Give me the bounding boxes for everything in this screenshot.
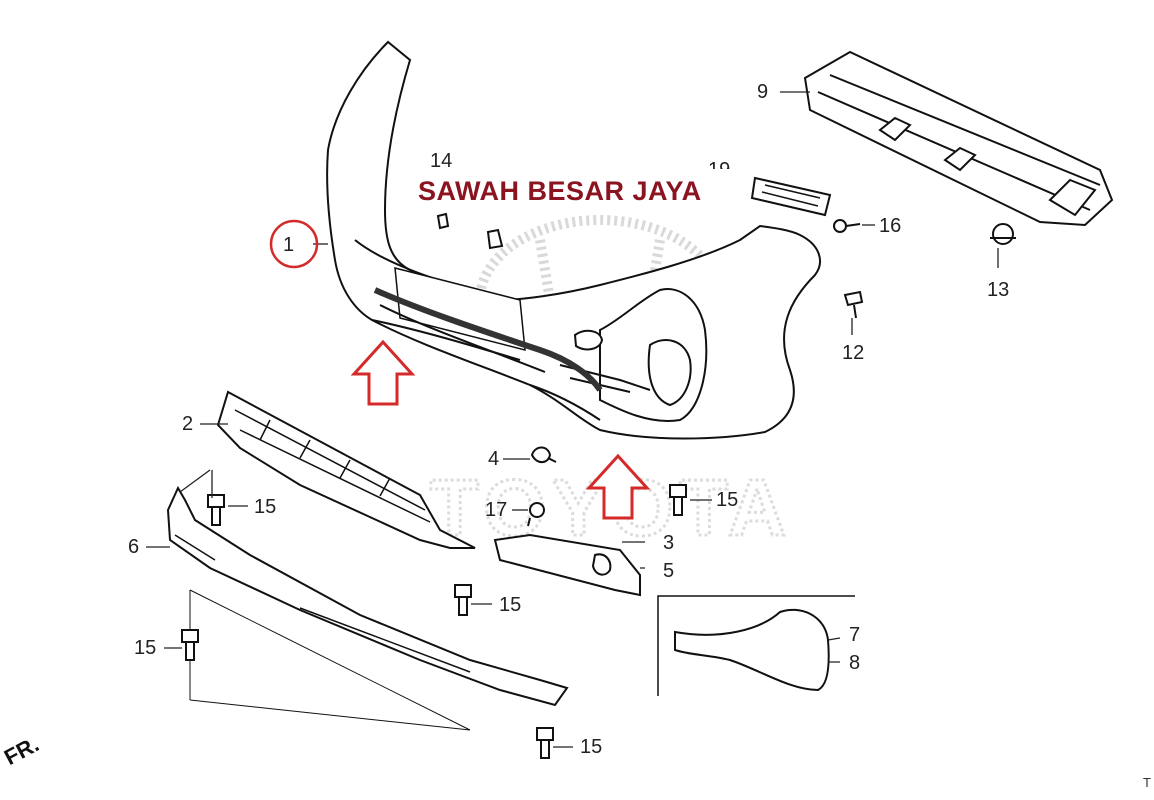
callout-9: 9: [757, 81, 769, 103]
callout-3: 3: [663, 532, 675, 554]
screw-12: [843, 290, 864, 319]
lower-spoiler: [166, 485, 569, 731]
callout-15-b: 15: [716, 489, 739, 511]
bolt-15-b: [669, 484, 687, 516]
callout-1: 1: [283, 234, 295, 256]
callout-15-a: 15: [254, 496, 277, 518]
bolt-15-c: [454, 584, 472, 616]
callout-15-c: 15: [499, 594, 522, 616]
bolt-15-e: [536, 727, 554, 759]
side-bracket: [750, 176, 832, 217]
screw-16: [833, 219, 861, 233]
callout-13: 13: [987, 279, 1010, 301]
clip-14: [436, 212, 450, 230]
highlight-circle-part-1: [269, 219, 319, 269]
up-arrow-left-icon: [350, 339, 416, 406]
screw-17: [527, 502, 545, 527]
bolt-15-a: [207, 494, 225, 526]
callout-14: 14: [430, 150, 453, 172]
clip-13: [990, 223, 1016, 245]
leader-lines: [146, 91, 999, 748]
clip-under-bumper: [486, 228, 504, 250]
callout-17: 17: [485, 499, 508, 521]
lower-grille: [216, 390, 476, 549]
callout-15-e: 15: [580, 736, 603, 758]
inset-box: [657, 595, 855, 696]
callout-19: 19: [708, 159, 731, 181]
corner-code: T: [1143, 775, 1151, 790]
up-arrow-right-icon: [585, 453, 651, 520]
callout-16: 16: [879, 215, 902, 237]
callout-2: 2: [182, 413, 194, 435]
fog-lamp-cover: [493, 533, 641, 597]
garnish-7-8: [674, 608, 830, 692]
bumper-reinforcement-beam: [803, 50, 1114, 227]
callout-4: 4: [488, 448, 500, 470]
callout-12: 12: [842, 342, 865, 364]
front-bumper-cover: [326, 40, 821, 440]
callout-7: 7: [849, 624, 861, 646]
callout-6: 6: [128, 536, 140, 558]
bolt-15-d: [181, 629, 199, 661]
callout-8: 8: [849, 652, 861, 674]
callout-15-d: 15: [134, 637, 157, 659]
clip-4: [530, 446, 557, 464]
callout-5: 5: [663, 560, 675, 582]
shop-watermark-text: SAWAH BESAR JAYA: [418, 176, 702, 206]
